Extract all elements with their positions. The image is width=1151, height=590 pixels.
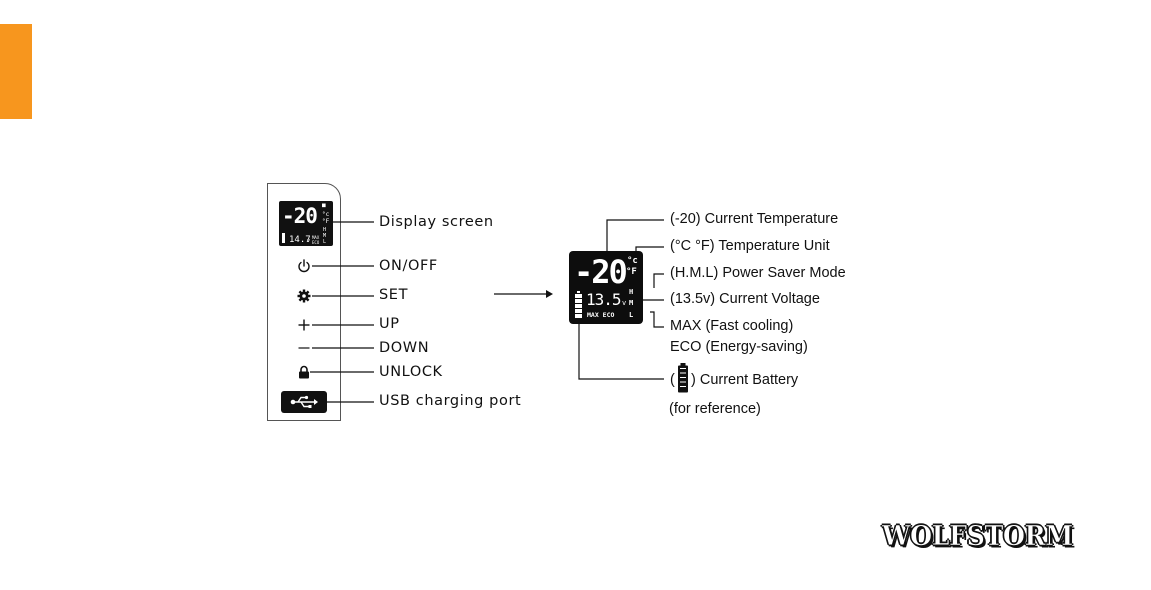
label-down: DOWN	[379, 340, 430, 356]
detail-volt-unit: v	[622, 299, 627, 307]
label-for-reference: (for reference)	[669, 401, 761, 417]
label-power-saver-mode: (H.M.L) Power Saver Mode	[670, 265, 846, 281]
label-display-screen: Display screen	[379, 214, 494, 230]
label-max-fast-cooling: MAX (Fast cooling)	[670, 318, 794, 334]
detail-m: M	[629, 299, 634, 307]
mini-unit-f: °F	[322, 218, 330, 225]
label-usb: USB charging port	[379, 393, 522, 409]
mini-battery-icon	[282, 233, 285, 243]
mini-lock-icon: ■	[322, 202, 326, 209]
usb-charging-port[interactable]	[281, 391, 327, 413]
label-current-battery: ) Current Battery	[691, 372, 799, 388]
label-battery-open: (	[670, 372, 675, 388]
mini-temp: -20	[282, 204, 318, 228]
mini-voltage: 14.7	[289, 235, 311, 245]
label-eco-energy-saving: ECO (Energy-saving)	[670, 339, 808, 355]
detail-l: L	[629, 311, 634, 319]
label-current-temperature: (-20) Current Temperature	[670, 211, 839, 227]
detail-unit-c: °c	[627, 256, 638, 266]
usb-icon	[290, 395, 318, 408]
label-temperature-unit: (°C °F) Temperature Unit	[670, 238, 830, 254]
mini-eco: ECO	[312, 240, 320, 245]
label-current-voltage: (13.5v) Current Voltage	[670, 291, 820, 307]
mini-display-screen: -20 ■ °c °F H M 14.7 v MAX ECO L	[279, 201, 333, 246]
mini-h: H	[323, 227, 327, 233]
detail-mode: MAX ECO	[587, 311, 615, 319]
mini-unit-c: °c	[322, 211, 330, 218]
plus-icon[interactable]	[297, 318, 311, 332]
detail-h: H	[629, 288, 634, 296]
gear-icon[interactable]	[297, 289, 311, 303]
mini-max: MAX	[312, 235, 320, 240]
label-on-off: ON/OFF	[379, 258, 438, 274]
detail-temp: -20	[574, 253, 628, 291]
label-up: UP	[379, 316, 400, 332]
minus-icon[interactable]	[297, 341, 311, 355]
label-unlock: UNLOCK	[379, 364, 443, 380]
lock-icon[interactable]	[298, 365, 310, 379]
arrow-head	[546, 290, 553, 298]
mini-m: M	[323, 233, 327, 239]
display-screen-detail: -20 °c °F H M L 13.5 v MAX ECO	[569, 251, 643, 324]
label-set: SET	[379, 287, 409, 303]
brand-logo: WOLFSTORM	[882, 521, 1074, 553]
detail-unit-f: °F	[626, 267, 637, 277]
detail-voltage: 13.5	[586, 290, 622, 309]
power-icon[interactable]	[297, 259, 311, 273]
mini-l: L	[323, 239, 327, 245]
battery-icon	[678, 363, 688, 393]
detail-battery-icon	[575, 291, 582, 319]
mini-volt-unit: v	[307, 238, 311, 244]
brand-logo-text: WOLFSTORM	[882, 521, 1074, 553]
accent-bar	[0, 24, 32, 119]
